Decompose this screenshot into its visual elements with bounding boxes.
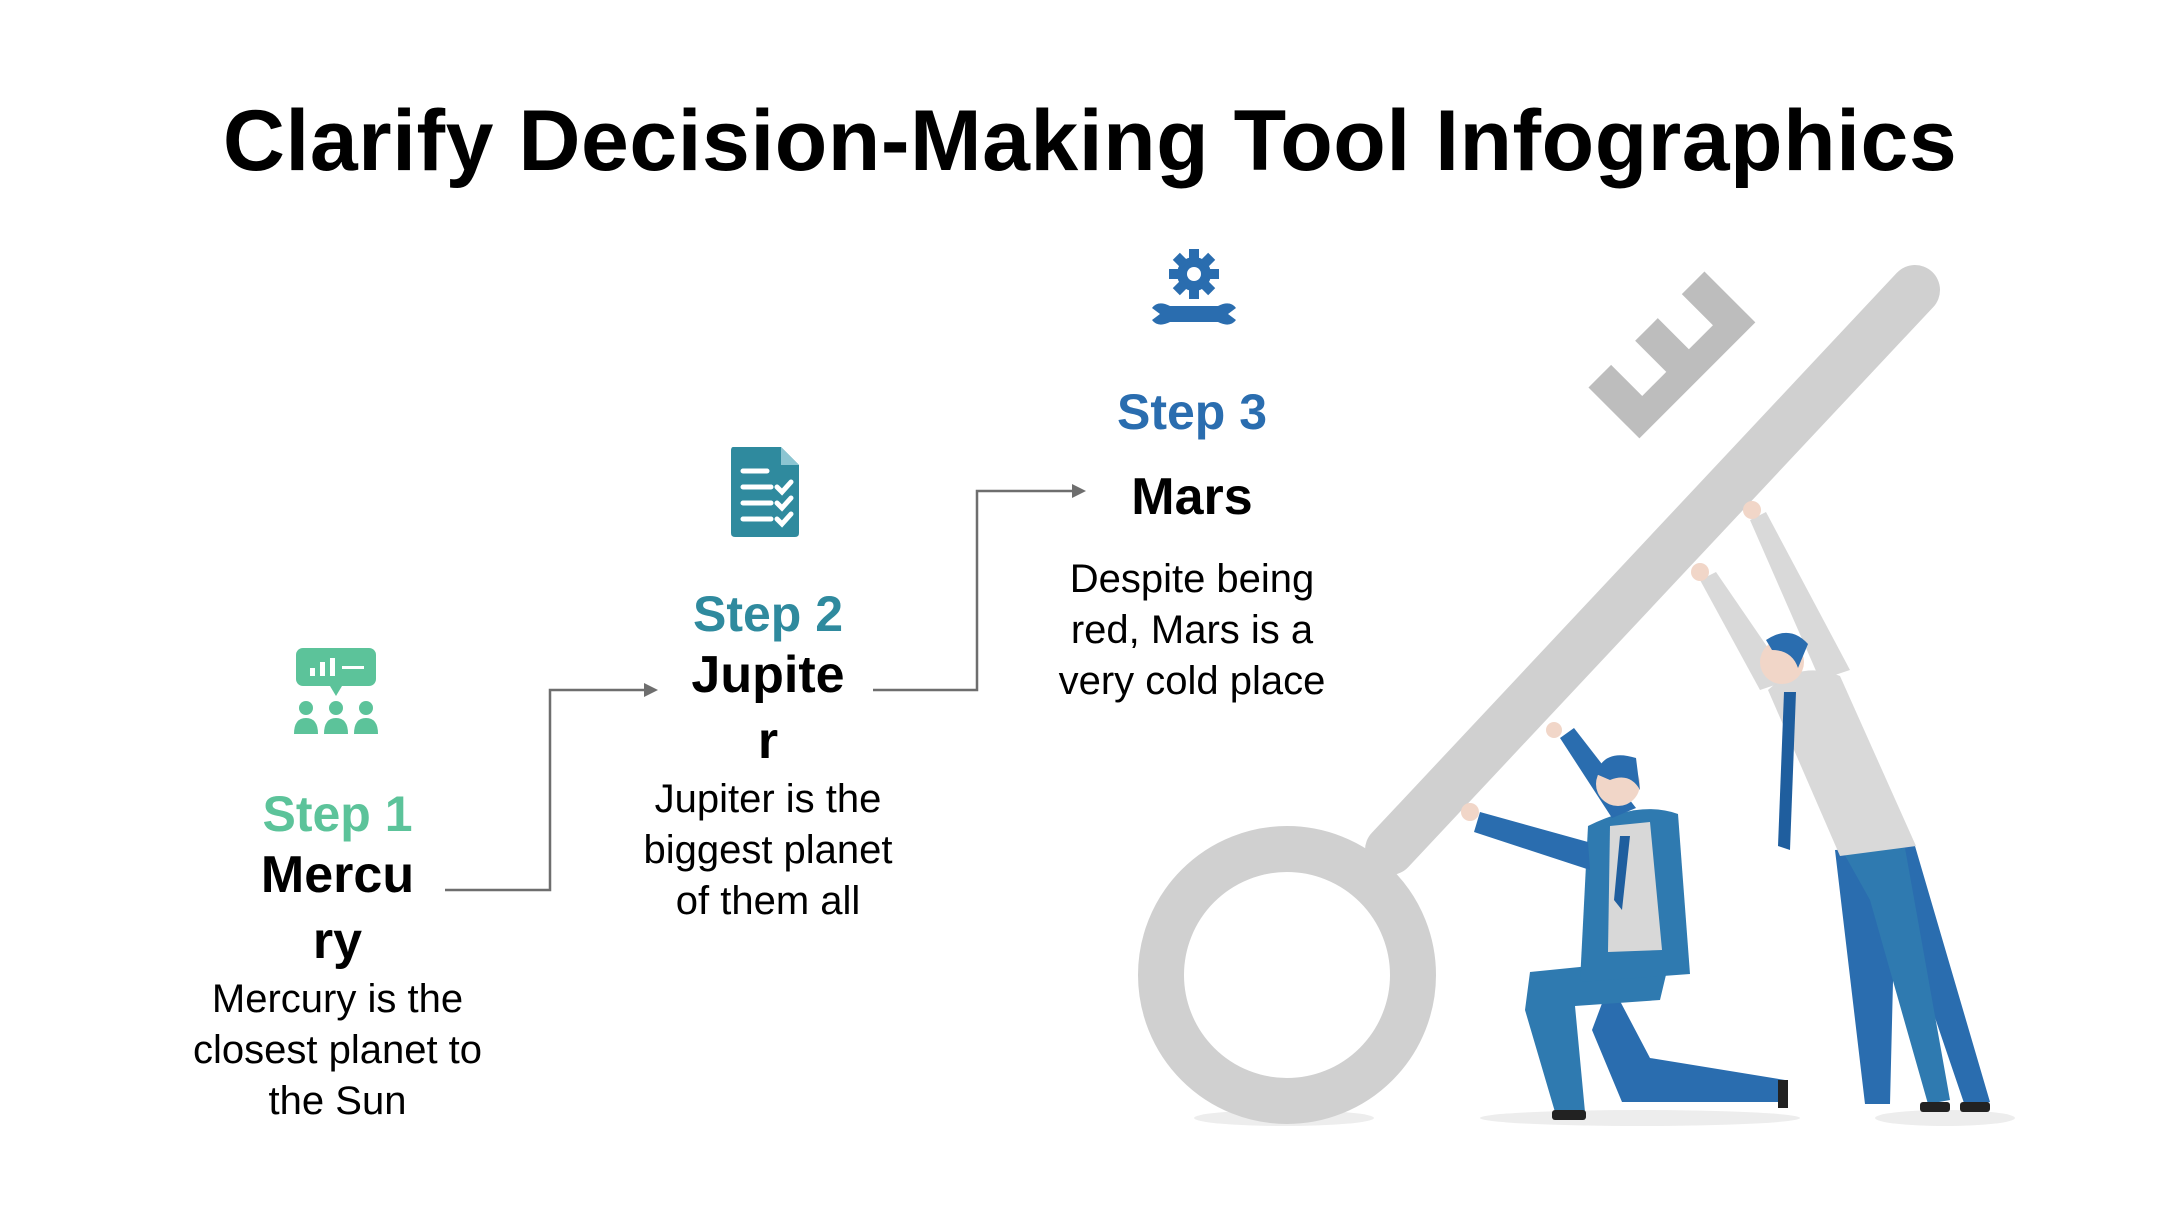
kneeling-businessman <box>1461 722 1788 1120</box>
step-1-description: Mercury is the closest planet to the Sun <box>192 977 483 1123</box>
connector-step2-to-step3 <box>873 484 1086 692</box>
step-3-label: Step 3 <box>1116 384 1268 440</box>
step-2-description: Jupiter is the biggest planet of them al… <box>643 777 893 923</box>
standing-businessman <box>1691 501 1990 1112</box>
step-1: Step 1 Mercu ry Mercury is the closest p… <box>175 786 500 1127</box>
key-bit <box>1588 271 1756 439</box>
connector-step1-to-step2 <box>445 683 658 892</box>
step-3-name: Mars <box>1131 468 1253 526</box>
step-2-name: Jupite r <box>691 646 845 770</box>
presentation-audience-icon <box>294 648 378 734</box>
gear-wrench-icon <box>1152 249 1236 325</box>
step-1-label: Step 1 <box>262 786 413 842</box>
step-2-label: Step 2 <box>692 586 844 642</box>
step-3-description: Despite being red, Mars is a very cold p… <box>1058 557 1326 703</box>
key-ring <box>1138 826 1436 1124</box>
step-3: Step 3 Mars Despite being red, Mars is a… <box>1037 384 1347 707</box>
step-2: Step 2 Jupite r Jupiter is the biggest p… <box>613 586 923 927</box>
ground-shadow <box>1875 1110 2015 1126</box>
key-shaft <box>1365 265 1940 875</box>
step-1-name: Mercu ry <box>260 846 415 970</box>
ground-shadow <box>1480 1110 1800 1126</box>
page-title: Clarify Decision-Making Tool Infographic… <box>222 93 1958 189</box>
checklist-document-icon <box>731 447 799 537</box>
